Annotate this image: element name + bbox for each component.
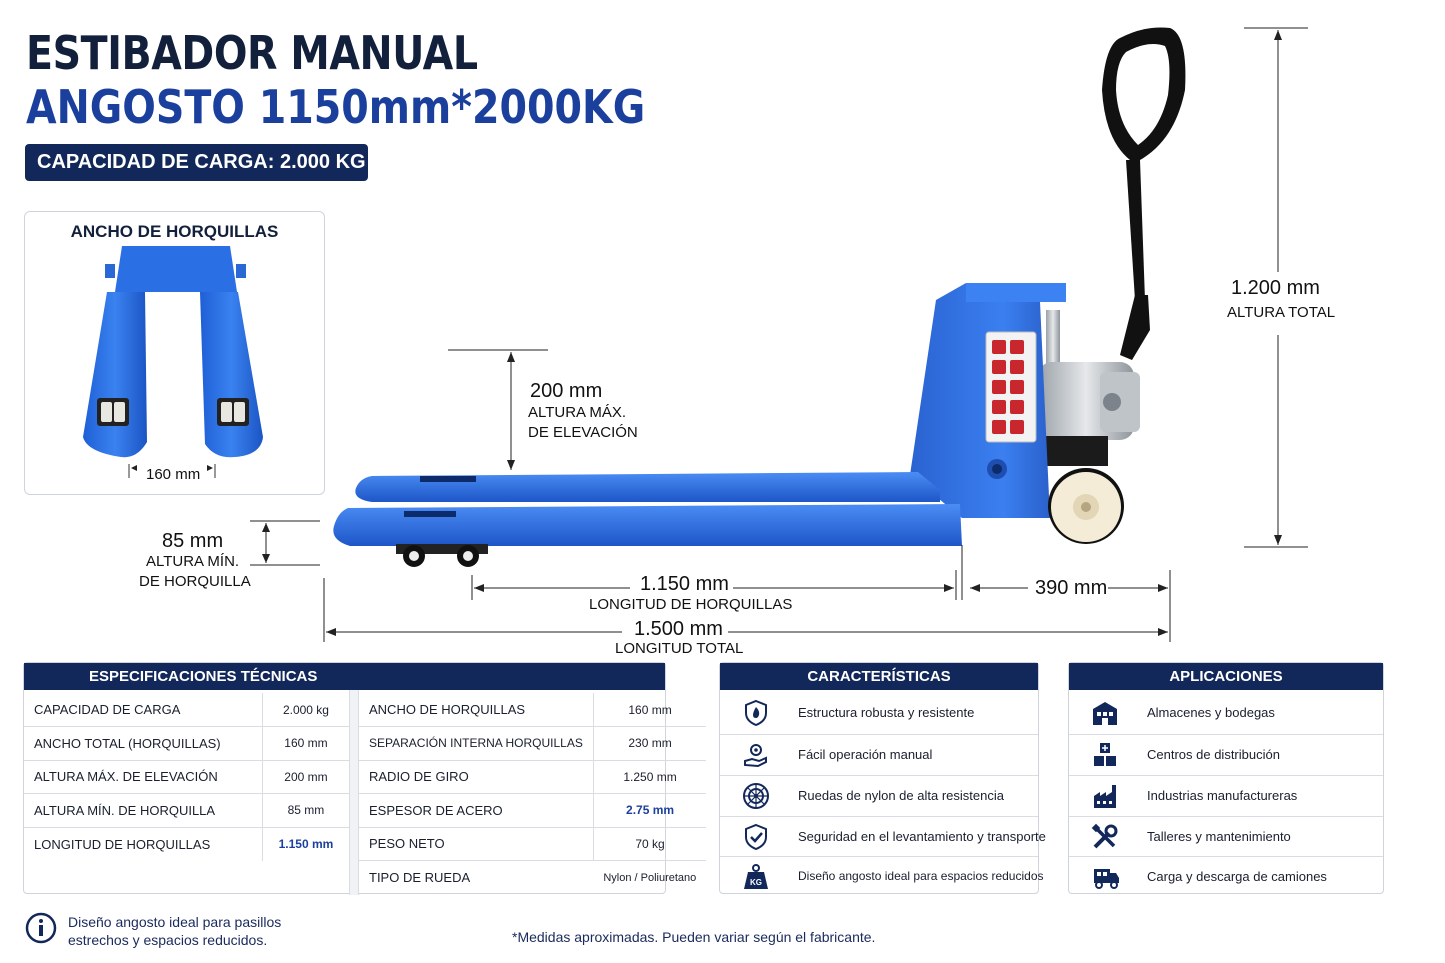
application-label: Industrias manufactureras <box>1147 788 1298 803</box>
shield-flame-icon <box>745 699 767 727</box>
list-item: Estructura robusta y resistente <box>720 693 1038 733</box>
specs-title: ESPECIFICACIONES TÉCNICAS <box>24 663 665 690</box>
spec-value: 160 mm <box>261 726 349 761</box>
application-label: Centros de distribución <box>1147 747 1280 762</box>
title-line-2: ANGOSTO 1150mm*2000KG <box>26 80 646 134</box>
spec-label: RADIO DE GIRO <box>359 760 594 794</box>
spec-label: ANCHO DE HORQUILLAS <box>359 693 594 727</box>
spec-label: ALTURA MÍN. DE HORQUILLA <box>24 793 263 828</box>
spec-value: 1.150 mm <box>261 827 349 861</box>
spec-label: SEPARACIÓN INTERNA HORQUILLAS <box>359 726 594 761</box>
features-panel: CARACTERÍSTICAS Estructura robusta y res… <box>719 662 1046 896</box>
fork-width-dimension: 160 mm <box>146 466 201 483</box>
footer-disclaimer: *Medidas aproximadas. Pueden variar segú… <box>512 929 876 945</box>
feature-label: Seguridad en el levantamiento y transpor… <box>798 829 1046 844</box>
forks-top-view-illustration <box>83 246 263 478</box>
fork-length-value: 1.150 mm <box>640 573 729 595</box>
list-item: Industrias manufactureras <box>1069 775 1383 815</box>
truck-icon <box>1094 869 1119 889</box>
warehouse-icon <box>1093 702 1117 725</box>
spec-label: PESO NETO <box>359 827 594 861</box>
features-title: CARACTERÍSTICAS <box>720 663 1038 690</box>
fork-width-title: ANCHO DE HORQUILLAS <box>70 222 279 241</box>
applications-title: APLICACIONES <box>1069 663 1383 690</box>
kg-weight-icon: KG <box>744 864 768 889</box>
application-label: Almacenes y bodegas <box>1147 705 1275 720</box>
spec-label: CAPACIDAD DE CARGA <box>24 693 263 727</box>
list-item: Carga y descarga de camiones <box>1069 856 1383 896</box>
max-lift-label-2: DE ELEVACIÓN <box>528 424 638 441</box>
feature-label: Fácil operación manual <box>798 747 933 762</box>
min-fork-label-2: DE HORQUILLA <box>139 573 251 590</box>
spec-label: ESPESOR DE ACERO <box>359 793 594 828</box>
footer-note-line-2: estrechos y espacios reducidos. <box>68 932 268 948</box>
spec-label: ALTURA MÁX. DE ELEVACIÓN <box>24 760 263 794</box>
title-line-1: ESTIBADOR MANUAL <box>26 26 478 80</box>
spec-label: TIPO DE RUEDA <box>369 870 471 885</box>
min-fork-label-1: ALTURA MÍN. <box>146 553 240 570</box>
spec-value: 2.75 mm <box>592 793 707 828</box>
application-label: Talleres y mantenimiento <box>1147 829 1291 844</box>
feature-label: Ruedas de nylon de alta resistencia <box>798 788 1004 803</box>
total-height-value: 1.200 mm <box>1231 277 1320 299</box>
spec-value: 200 mm <box>261 760 349 794</box>
list-item: Fácil operación manual <box>720 734 1038 774</box>
spec-value: 230 mm <box>592 726 707 761</box>
fork-width-box: ANCHO DE HORQUILLAS 160 mm <box>24 211 325 495</box>
rear-length-value: 390 mm <box>1035 577 1108 599</box>
total-height-label: ALTURA TOTAL <box>1227 304 1336 321</box>
max-lift-label-1: ALTURA MÁX. <box>528 404 627 421</box>
max-lift-value: 200 mm <box>530 380 603 402</box>
fork-length-label: LONGITUD DE HORQUILLAS <box>589 596 793 613</box>
spec-label: LONGITUD DE HORQUILLAS <box>34 836 211 852</box>
capacity-badge: CAPACIDAD DE CARGA: 2.000 KG <box>25 144 368 181</box>
specs-panel: ESPECIFICACIONES TÉCNICAS CAPACIDAD DE C… <box>23 662 707 895</box>
list-item: KG Diseño angosto ideal para espacios re… <box>720 856 1044 896</box>
shield-check-icon <box>745 823 767 851</box>
spec-value: 70 kg <box>592 827 707 861</box>
footer-note: Diseño angosto ideal para pasillos estre… <box>68 913 281 949</box>
spec-value: 1.250 mm <box>592 760 707 794</box>
footer-note-line-1: Diseño angosto ideal para pasillos <box>68 914 282 930</box>
factory-icon <box>1094 785 1116 808</box>
total-length-label: LONGITUD TOTAL <box>615 640 744 657</box>
list-item: Talleres y mantenimiento <box>1069 816 1383 856</box>
feature-label: Estructura robusta y resistente <box>798 705 975 720</box>
info-icon <box>25 912 57 944</box>
application-label: Carga y descarga de camiones <box>1147 869 1327 884</box>
list-item: Centros de distribución <box>1069 734 1383 774</box>
list-item: Almacenes y bodegas <box>1069 693 1383 733</box>
boxes-icon <box>1094 743 1116 766</box>
wheel-icon <box>743 783 769 809</box>
spec-value: 2.000 kg <box>261 693 349 727</box>
spec-value: 85 mm <box>261 793 349 828</box>
applications-panel: APLICACIONES Almacenes y bodegas Centros… <box>1068 662 1384 894</box>
spec-label: ANCHO TOTAL (HORQUILLAS) <box>24 726 263 761</box>
tools-icon <box>1091 823 1118 849</box>
table-row: TIPO DE RUEDA Nylon / Poliuretano <box>359 861 706 895</box>
specs-divider <box>349 690 359 895</box>
list-item: Ruedas de nylon de alta resistencia <box>720 775 1038 815</box>
spec-value: Nylon / Poliuretano <box>603 871 697 884</box>
min-fork-value: 85 mm <box>162 530 224 552</box>
kg-badge: KG <box>750 878 762 887</box>
spec-value: 160 mm <box>592 693 707 727</box>
list-item: Seguridad en el levantamiento y transpor… <box>720 816 1046 856</box>
table-row: LONGITUD DE HORQUILLAS 1.150 mm <box>24 827 349 861</box>
feature-label: Diseño angosto ideal para espacios reduc… <box>798 869 1044 883</box>
hand-gear-icon <box>744 744 767 768</box>
total-length-value: 1.500 mm <box>634 618 723 640</box>
table-row: ANCHO TOTAL (HORQUILLAS)160 mm <box>24 726 349 761</box>
